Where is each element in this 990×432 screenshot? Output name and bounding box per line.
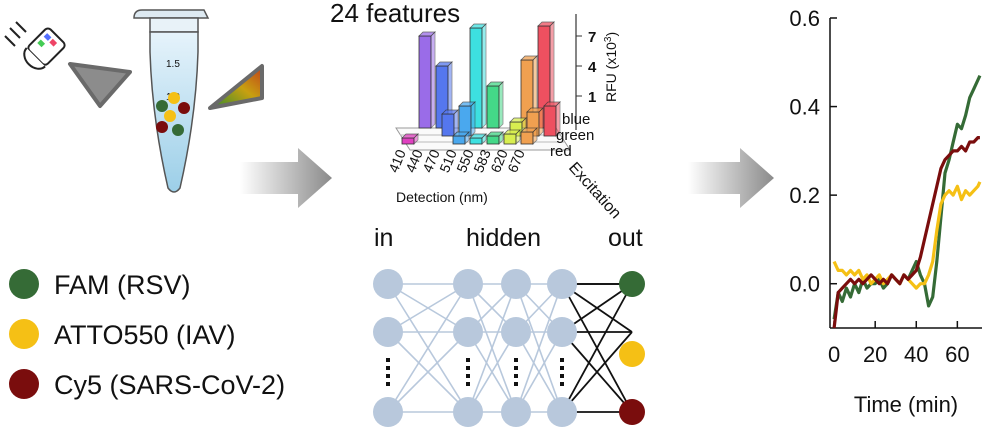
x-axis-label: Time (min)	[854, 392, 958, 417]
nn-node	[453, 269, 483, 299]
spectrum-bar	[452, 131, 470, 145]
nn-ellipsis	[386, 358, 390, 386]
spectrum-bar	[441, 109, 459, 137]
spectrum-bars	[401, 21, 561, 145]
nn-hidden-label: hidden	[466, 224, 541, 252]
nn-output-node	[619, 399, 645, 425]
excitation-tick-red: red	[550, 143, 572, 160]
nn-nodes	[373, 269, 645, 427]
y-tick-label: 0.2	[789, 183, 820, 208]
sample-tube-icon: 1.5 1.0	[133, 9, 210, 193]
nn-connections	[387, 283, 633, 413]
nn-node	[547, 269, 577, 299]
legend-swatch-fam	[9, 269, 39, 299]
x-tick-label: 40	[904, 342, 928, 367]
spectrum-bar	[486, 131, 504, 145]
nn-ellipsis	[560, 358, 564, 386]
spectrum-bar	[418, 31, 436, 129]
nn-edge	[387, 283, 469, 413]
series-line-1	[832, 181, 982, 290]
nn-edge	[387, 283, 469, 333]
spectrum-chart: 24 features 7 4 1 RFU (x103) blue green …	[330, 0, 624, 222]
legend-swatch-cy5	[9, 369, 39, 399]
detection-axis-label: Detection (nm)	[396, 189, 488, 205]
spectrum-bar	[520, 127, 538, 145]
spectrum-title: 24 features	[330, 0, 460, 28]
spectrum-bar	[458, 101, 476, 137]
spectrum-bar	[543, 101, 561, 137]
x-tick-label: 20	[863, 342, 887, 367]
nn-edge	[467, 283, 517, 413]
spectrum-bar	[486, 81, 504, 129]
amplification-chart: 0.6 0.4 0.2 0.0 0 20 40 60 Time (min)	[789, 6, 982, 417]
rfu-tick-7: 7	[588, 29, 596, 46]
flow-arrow-2	[688, 148, 774, 208]
excitation-axis-label: Excitation	[565, 159, 624, 222]
nn-node	[547, 317, 577, 347]
rfu-axis-label: RFU (x103)	[603, 32, 619, 102]
legend-label-fam: FAM (RSV)	[54, 270, 191, 300]
legend-item-atto550: ATTO550 (IAV)	[9, 319, 236, 350]
nn-edge	[515, 283, 563, 413]
nn-edge	[467, 331, 517, 413]
x-axis-ticks: 0 20 40 60	[828, 321, 970, 367]
legend-label-cy5: Cy5 (SARS-CoV-2)	[54, 370, 285, 400]
y-tick-label: 0.0	[789, 272, 820, 297]
x-tick-label: 0	[828, 342, 840, 367]
excitation-tick-green: green	[556, 127, 594, 144]
nn-edge	[561, 283, 633, 413]
emission-prism-icon	[208, 64, 264, 110]
nn-node	[453, 397, 483, 427]
flow-arrow-1	[240, 148, 332, 208]
spectrum-bar	[503, 129, 521, 145]
series-line-2	[832, 136, 980, 329]
nn-edge	[561, 331, 633, 413]
x-tick-label: 60	[945, 342, 969, 367]
nn-node	[501, 397, 531, 427]
nn-edge	[387, 331, 469, 413]
nn-ellipsis	[514, 358, 518, 386]
spectrum-bar	[469, 133, 487, 145]
nn-node	[453, 317, 483, 347]
nn-ellipsis	[466, 358, 470, 386]
legend-label-atto550: ATTO550 (IAV)	[54, 320, 236, 350]
nn-out-label: out	[608, 224, 643, 252]
nn-node	[373, 317, 403, 347]
y-tick-label: 0.6	[789, 6, 820, 31]
nn-node	[373, 397, 403, 427]
led-icon	[4, 21, 66, 70]
detection-tick-670: 670	[504, 147, 528, 175]
rfu-tick-1: 1	[588, 89, 596, 106]
data-lines	[832, 74, 982, 329]
nn-node	[547, 397, 577, 427]
nn-node	[501, 269, 531, 299]
legend: FAM (RSV) ATTO550 (IAV) Cy5 (SARS-CoV-2)	[9, 269, 285, 400]
excitation-tick-blue: blue	[562, 111, 590, 128]
nn-in-label: in	[374, 224, 393, 252]
nn-edge	[515, 331, 563, 413]
nn-node	[501, 317, 531, 347]
neural-network: in hidden out	[373, 224, 645, 427]
spectrum-bar	[401, 133, 419, 145]
nn-output-node	[619, 341, 645, 367]
excitation-filter-icon	[68, 62, 132, 108]
rfu-tick-4: 4	[588, 59, 597, 76]
tube-mark-top: 1.5	[166, 59, 180, 70]
y-tick-label: 0.4	[789, 95, 820, 120]
y-axis-ticks: 0.6 0.4 0.2 0.0	[789, 6, 837, 297]
legend-item-cy5: Cy5 (SARS-CoV-2)	[9, 369, 285, 400]
legend-item-fam: FAM (RSV)	[9, 269, 191, 300]
nn-node	[373, 269, 403, 299]
legend-swatch-atto550	[9, 319, 39, 349]
nn-output-node	[619, 271, 645, 297]
